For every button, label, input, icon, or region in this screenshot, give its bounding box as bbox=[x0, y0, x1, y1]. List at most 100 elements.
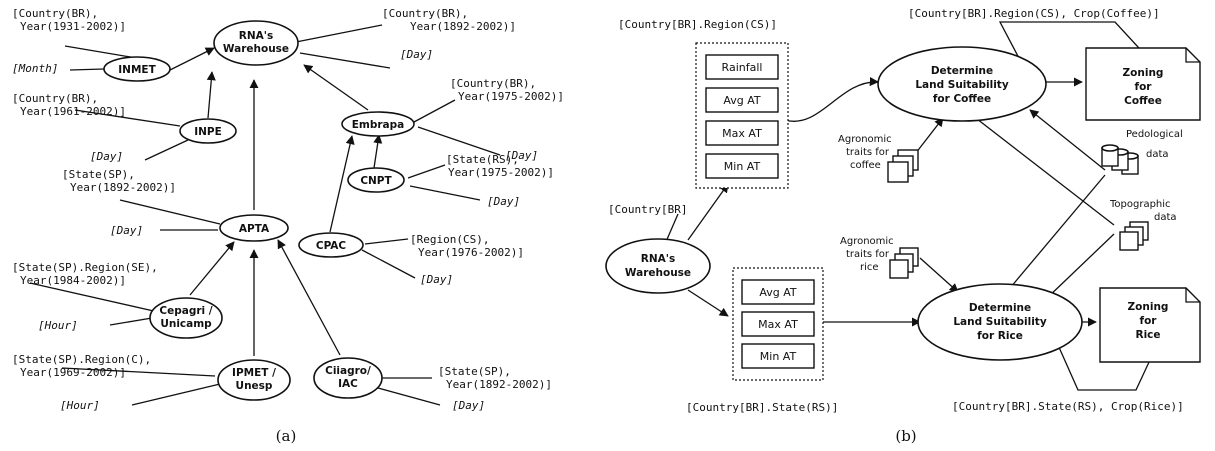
cnpt-scope-line-1: [State(RS), bbox=[446, 153, 519, 166]
node-inpe-label: INPE bbox=[194, 126, 222, 138]
note-line-cnpt-scope bbox=[407, 164, 446, 179]
coffee-item-rainfall: Rainfall bbox=[705, 54, 779, 80]
cepagri-time: [Hour] bbox=[38, 319, 78, 332]
rna-scope-b: [Country[BR] bbox=[608, 203, 687, 216]
output-rice-document[interactable]: Zoning for Rice bbox=[1099, 287, 1201, 363]
node-ciiagro-line-1: Ciiagro/ bbox=[325, 365, 371, 377]
cpac-scope-line-2: Year(1976-2002)] bbox=[418, 246, 524, 259]
ipmet-scope-line-1: [State(SP).Region(C), bbox=[12, 353, 151, 366]
node-cnpt[interactable]: CNPT bbox=[347, 167, 405, 193]
note-line-cpac-scope bbox=[364, 238, 409, 245]
note-line-embrapa-scope bbox=[413, 99, 456, 123]
note-line-cpac-time bbox=[361, 249, 416, 279]
coffee-item-max-at: Max AT bbox=[705, 120, 779, 146]
coffee-item-min-at-label: Min AT bbox=[724, 160, 761, 173]
apta-time: [Day] bbox=[110, 224, 143, 237]
edge-coffee-group-process bbox=[784, 77, 879, 122]
process-rice[interactable]: Determine Land Suitability for Rice bbox=[917, 283, 1083, 361]
caption-b: (b) bbox=[895, 427, 916, 445]
note-line-inmet-time bbox=[69, 68, 105, 71]
node-apta-label: APTA bbox=[239, 223, 270, 235]
edge-topographic-rice bbox=[1044, 233, 1115, 301]
process-coffee-line-3: for Coffee bbox=[933, 93, 991, 105]
note-line-apta-scope bbox=[119, 199, 221, 225]
agro-rice-line-1: Agronomic bbox=[840, 236, 894, 247]
node-rna-warehouse-b[interactable]: RNA's Warehouse bbox=[605, 238, 711, 294]
coffee-item-avg-at-label: Avg AT bbox=[723, 94, 761, 107]
rice-output-label: [Country[BR].State(RS), Crop(Rice)] bbox=[952, 400, 1184, 413]
process-coffee[interactable]: Determine Land Suitability for Coffee bbox=[877, 46, 1047, 122]
node-rna-b-line-1: RNA's bbox=[641, 253, 675, 265]
coffee-output-label: [Country[BR].Region(CS), Crop(Coffee)] bbox=[908, 7, 1160, 20]
ciiagro-time: [Day] bbox=[452, 399, 485, 412]
apta-scope-line-1: [State(SP), bbox=[62, 168, 135, 181]
agro-rice-line-3: rice bbox=[860, 262, 879, 273]
output-coffee-line-3: Coffee bbox=[1124, 95, 1162, 107]
note-line-ciiagro-time bbox=[377, 387, 441, 406]
node-cnpt-label: CNPT bbox=[360, 175, 392, 187]
coffee-data-group: Rainfall Avg AT Max AT Min AT bbox=[695, 42, 789, 189]
embrapa-scope-line-1: [Country(BR), bbox=[450, 77, 536, 90]
process-coffee-line-2: Land Suitability bbox=[915, 79, 1008, 91]
topographic-line-2: data bbox=[1154, 212, 1177, 223]
note-line-rice-output bbox=[1057, 344, 1151, 391]
agro-coffee-line-3: coffee bbox=[850, 160, 881, 171]
note-line-inpe-scope bbox=[74, 109, 181, 127]
node-ipmet[interactable]: IPMET / Unesp bbox=[217, 359, 291, 401]
rice-item-max-at: Max AT bbox=[741, 311, 815, 337]
edge-pedological-rice bbox=[1004, 174, 1106, 295]
node-cpac[interactable]: CPAC bbox=[298, 232, 364, 258]
note-line-coffee-output bbox=[998, 21, 1151, 61]
process-rice-line-3: for Rice bbox=[977, 330, 1023, 342]
inpe-scope-line-1: [Country(BR), bbox=[12, 92, 98, 105]
rice-item-avg-at-label: Avg AT bbox=[759, 286, 797, 299]
pedological-line-2: data bbox=[1146, 149, 1169, 160]
node-apta[interactable]: APTA bbox=[219, 214, 289, 242]
note-line-rna-scope bbox=[295, 24, 383, 43]
output-rice-line-2: for bbox=[1140, 315, 1158, 327]
edge-rna-coffee-group bbox=[687, 183, 729, 241]
rice-item-avg-at: Avg AT bbox=[741, 279, 815, 305]
node-embrapa[interactable]: Embrapa bbox=[341, 111, 415, 137]
note-line-ipmet-scope bbox=[61, 367, 216, 377]
process-coffee-line-1: Determine bbox=[931, 65, 993, 77]
cnpt-scope-line-2: Year(1975-2002)] bbox=[448, 166, 554, 179]
note-line-embrapa-time bbox=[417, 126, 501, 156]
rna-time: [Day] bbox=[400, 48, 433, 61]
edge-agro-rice-process bbox=[919, 257, 959, 293]
node-inmet[interactable]: INMET bbox=[103, 56, 171, 82]
inpe-scope-line-2: Year(1961-2002)] bbox=[20, 105, 126, 118]
node-cepagri[interactable]: Cepagri / Unicamp bbox=[149, 297, 223, 339]
edge-cepagri-apta bbox=[189, 241, 235, 296]
node-ciiagro[interactable]: Ciiagro/ IAC bbox=[313, 357, 383, 399]
cepagri-scope-line-2: Year(1984-2002)] bbox=[20, 274, 126, 287]
rice-group-label: [Country[BR].State(RS)] bbox=[686, 401, 838, 414]
edge-embrapa-rna bbox=[303, 64, 369, 111]
process-rice-line-2: Land Suitability bbox=[953, 316, 1046, 328]
edge-ciiagro-apta bbox=[277, 239, 341, 356]
inmet-scope-line-1: [Country(BR), bbox=[12, 7, 98, 20]
ciiagro-scope-line-1: [State(SP), bbox=[438, 365, 511, 378]
rna-scope-line-1: [Country(BR), bbox=[382, 7, 468, 20]
node-ipmet-line-2: Unesp bbox=[236, 380, 273, 392]
note-line-cepagri-scope bbox=[29, 282, 159, 313]
rice-data-group: Avg AT Max AT Min AT bbox=[732, 267, 824, 381]
node-embrapa-label: Embrapa bbox=[352, 119, 405, 131]
node-rna-warehouse-a[interactable]: RNA's Warehouse bbox=[213, 20, 299, 66]
agro-coffee-line-1: Agronomic bbox=[838, 134, 892, 145]
rice-item-min-at-label: Min AT bbox=[760, 350, 797, 363]
edge-pedological-coffee bbox=[1029, 109, 1106, 171]
agronomic-coffee-icon bbox=[887, 149, 919, 183]
node-ciiagro-line-2: IAC bbox=[338, 378, 358, 390]
output-coffee-line-1: Zoning bbox=[1123, 67, 1164, 79]
note-line-rna-time bbox=[299, 52, 391, 69]
output-coffee-document[interactable]: Zoning for Coffee bbox=[1085, 47, 1201, 121]
caption-a: (a) bbox=[276, 427, 297, 445]
coffee-item-rainfall-label: Rainfall bbox=[722, 61, 763, 74]
node-inpe[interactable]: INPE bbox=[179, 118, 237, 144]
topographic-line-1: Topographic bbox=[1109, 199, 1171, 210]
coffee-item-avg-at: Avg AT bbox=[705, 87, 779, 113]
ipmet-scope-line-2: Year(1969-2002)] bbox=[20, 366, 126, 379]
cpac-time: [Day] bbox=[420, 273, 453, 286]
cepagri-scope-line-1: [State(SP).Region(SE), bbox=[12, 261, 158, 274]
